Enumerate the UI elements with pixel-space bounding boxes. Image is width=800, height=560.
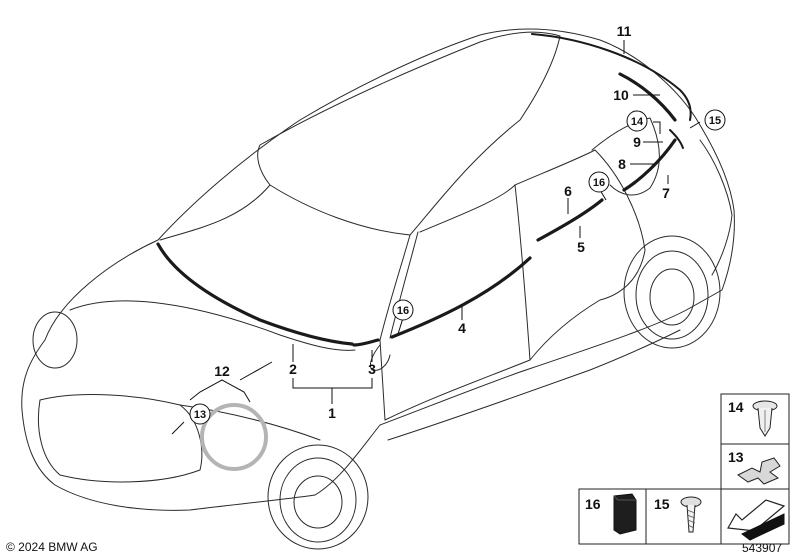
svg-text:13: 13 xyxy=(728,449,744,465)
svg-text:14: 14 xyxy=(631,116,644,128)
legend-part-14: 14 xyxy=(720,393,790,445)
diagram-number: 543907 xyxy=(742,541,783,555)
front-wheel-tire xyxy=(279,457,357,543)
strip-roof-front xyxy=(390,256,532,339)
ring-part xyxy=(200,403,268,471)
parts-legend: 14 13 16 15 xyxy=(578,393,790,545)
strip-rear-door xyxy=(622,138,677,192)
strip-roof-middle xyxy=(536,198,604,242)
strip-windscreen-left xyxy=(156,242,354,346)
callouts: 2 3 1 4 6 5 7 8 9 10 11 12 14 15 16 16 1… xyxy=(189,23,726,425)
svg-text:16: 16 xyxy=(585,496,601,512)
callout-7: 7 xyxy=(662,185,670,201)
ring-gasket xyxy=(200,403,268,471)
callout-5: 5 xyxy=(577,239,585,255)
a-pillar xyxy=(379,234,411,341)
callout-10: 10 xyxy=(613,87,629,103)
front-door xyxy=(379,184,531,421)
roof-outline xyxy=(257,31,561,236)
push-clip-icon xyxy=(752,400,778,437)
windscreen-top xyxy=(159,184,271,241)
end-cap-icon xyxy=(613,493,637,535)
callout-6: 6 xyxy=(564,183,572,199)
callout-4: 4 xyxy=(458,320,466,336)
rear-wheel-tire xyxy=(635,250,709,340)
rear-tail xyxy=(699,139,733,276)
legend-part-15: 15 xyxy=(645,488,722,545)
bracket-clip-icon xyxy=(737,457,781,485)
trim-strips xyxy=(156,33,692,347)
front-wheel-arch xyxy=(267,444,369,550)
legend-part-16: 16 xyxy=(578,488,647,545)
screw-icon xyxy=(680,496,702,533)
callout-15-circled: 15 xyxy=(704,109,726,131)
callout-9: 9 xyxy=(633,134,641,150)
strip-rear-upper xyxy=(618,72,677,122)
side-mirror xyxy=(369,344,391,371)
a-pillar-inner xyxy=(389,231,419,339)
strip-windscreen-corner xyxy=(352,338,380,347)
svg-text:16: 16 xyxy=(593,177,605,189)
arrow-symbol-icon xyxy=(727,499,786,541)
legend-part-13: 13 xyxy=(720,443,790,490)
car-outline xyxy=(21,28,735,550)
rear-wheel-rim xyxy=(649,268,695,326)
svg-text:14: 14 xyxy=(728,399,744,415)
rear-door xyxy=(514,149,646,361)
front-grille xyxy=(37,394,203,483)
svg-text:13: 13 xyxy=(194,409,206,421)
callout-14-circled: 14 xyxy=(626,110,648,132)
callout-13-circled: 13 xyxy=(189,403,211,425)
rear-wheel-arch xyxy=(623,235,721,349)
callout-8: 8 xyxy=(618,156,626,172)
strip-roof-rail xyxy=(531,33,692,121)
car-body-outline xyxy=(21,28,735,511)
hood-line xyxy=(69,300,356,351)
callout-2: 2 xyxy=(289,361,297,377)
callout-1: 1 xyxy=(328,405,336,421)
leader-lines xyxy=(171,40,701,435)
svg-text:15: 15 xyxy=(654,496,670,512)
callout-11: 11 xyxy=(617,23,632,39)
callout-16-circled-rear: 16 xyxy=(588,171,610,193)
callout-16-circled-front: 16 xyxy=(392,299,414,321)
legend-replacement-symbol xyxy=(720,488,790,545)
strip-rear-corner xyxy=(669,129,684,149)
callout-12: 12 xyxy=(214,363,230,379)
rear-window xyxy=(591,117,660,196)
callout-3: 3 xyxy=(368,361,376,377)
svg-text:15: 15 xyxy=(709,115,721,127)
sill-line xyxy=(387,329,681,441)
svg-text:16: 16 xyxy=(397,305,409,317)
headlight xyxy=(32,311,78,369)
copyright-text: © 2024 BMW AG xyxy=(6,540,98,554)
front-wheel-rim xyxy=(293,475,343,529)
